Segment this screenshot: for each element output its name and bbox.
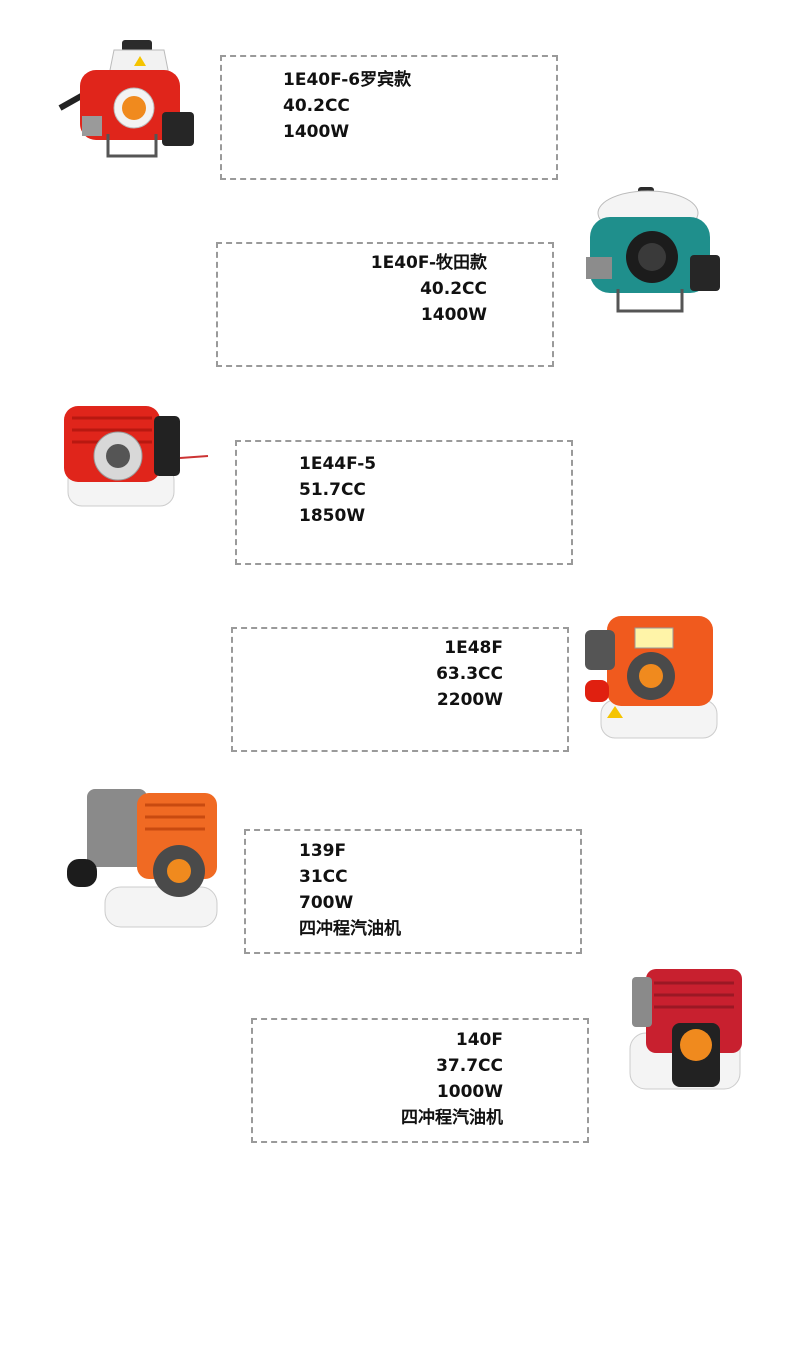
model-name: 1E48F xyxy=(444,638,503,658)
displacement: 40.2CC xyxy=(283,96,350,116)
spec-box-5 xyxy=(244,829,582,954)
spec-box-1 xyxy=(220,55,558,180)
spec-text-2: 1E40F-牧田款 40.2CC 1400W xyxy=(371,250,487,328)
red-four-stroke-engine-icon xyxy=(629,969,742,1090)
spec-box-6 xyxy=(251,1018,589,1143)
red-white-engine-icon xyxy=(64,406,209,507)
power: 2200W xyxy=(436,690,503,710)
engine-type: 四冲程汽油机 xyxy=(299,919,401,939)
power: 1850W xyxy=(299,506,366,526)
spec-text-1: 1E40F-6罗宾款 40.2CC 1400W xyxy=(283,67,411,145)
teal-brush-cutter-engine-icon xyxy=(586,187,720,313)
red-brush-cutter-engine-icon xyxy=(58,40,194,158)
displacement: 40.2CC xyxy=(420,279,487,299)
spec-text-4: 1E48F 63.3CC 2200W xyxy=(436,635,503,713)
power: 700W xyxy=(299,893,354,913)
spec-text-5: 139F 31CC 700W 四冲程汽油机 xyxy=(299,838,401,942)
model-name: 1E44F-5 xyxy=(299,454,377,474)
spec-box-3 xyxy=(235,440,573,565)
engine-type: 四冲程汽油机 xyxy=(401,1108,503,1128)
power: 1400W xyxy=(420,305,487,325)
spec-box-4 xyxy=(231,627,569,752)
model-name: 140F xyxy=(455,1030,503,1050)
model-name: 139F xyxy=(299,841,347,861)
displacement: 63.3CC xyxy=(436,664,503,684)
spec-box-2 xyxy=(216,242,554,367)
model-name: 1E40F-6罗宾款 xyxy=(283,70,412,90)
displacement: 31CC xyxy=(299,867,348,887)
orange-engine-icon xyxy=(585,616,718,739)
power: 1400W xyxy=(283,122,350,142)
orange-four-stroke-engine-icon xyxy=(67,789,218,928)
spec-text-3: 1E44F-5 51.7CC 1850W xyxy=(299,451,376,529)
displacement: 51.7CC xyxy=(299,480,366,500)
power: 1000W xyxy=(436,1082,503,1102)
spec-text-6: 140F 37.7CC 1000W 四冲程汽油机 xyxy=(401,1027,503,1131)
model-name: 1E40F-牧田款 xyxy=(370,253,487,273)
displacement: 37.7CC xyxy=(436,1056,503,1076)
